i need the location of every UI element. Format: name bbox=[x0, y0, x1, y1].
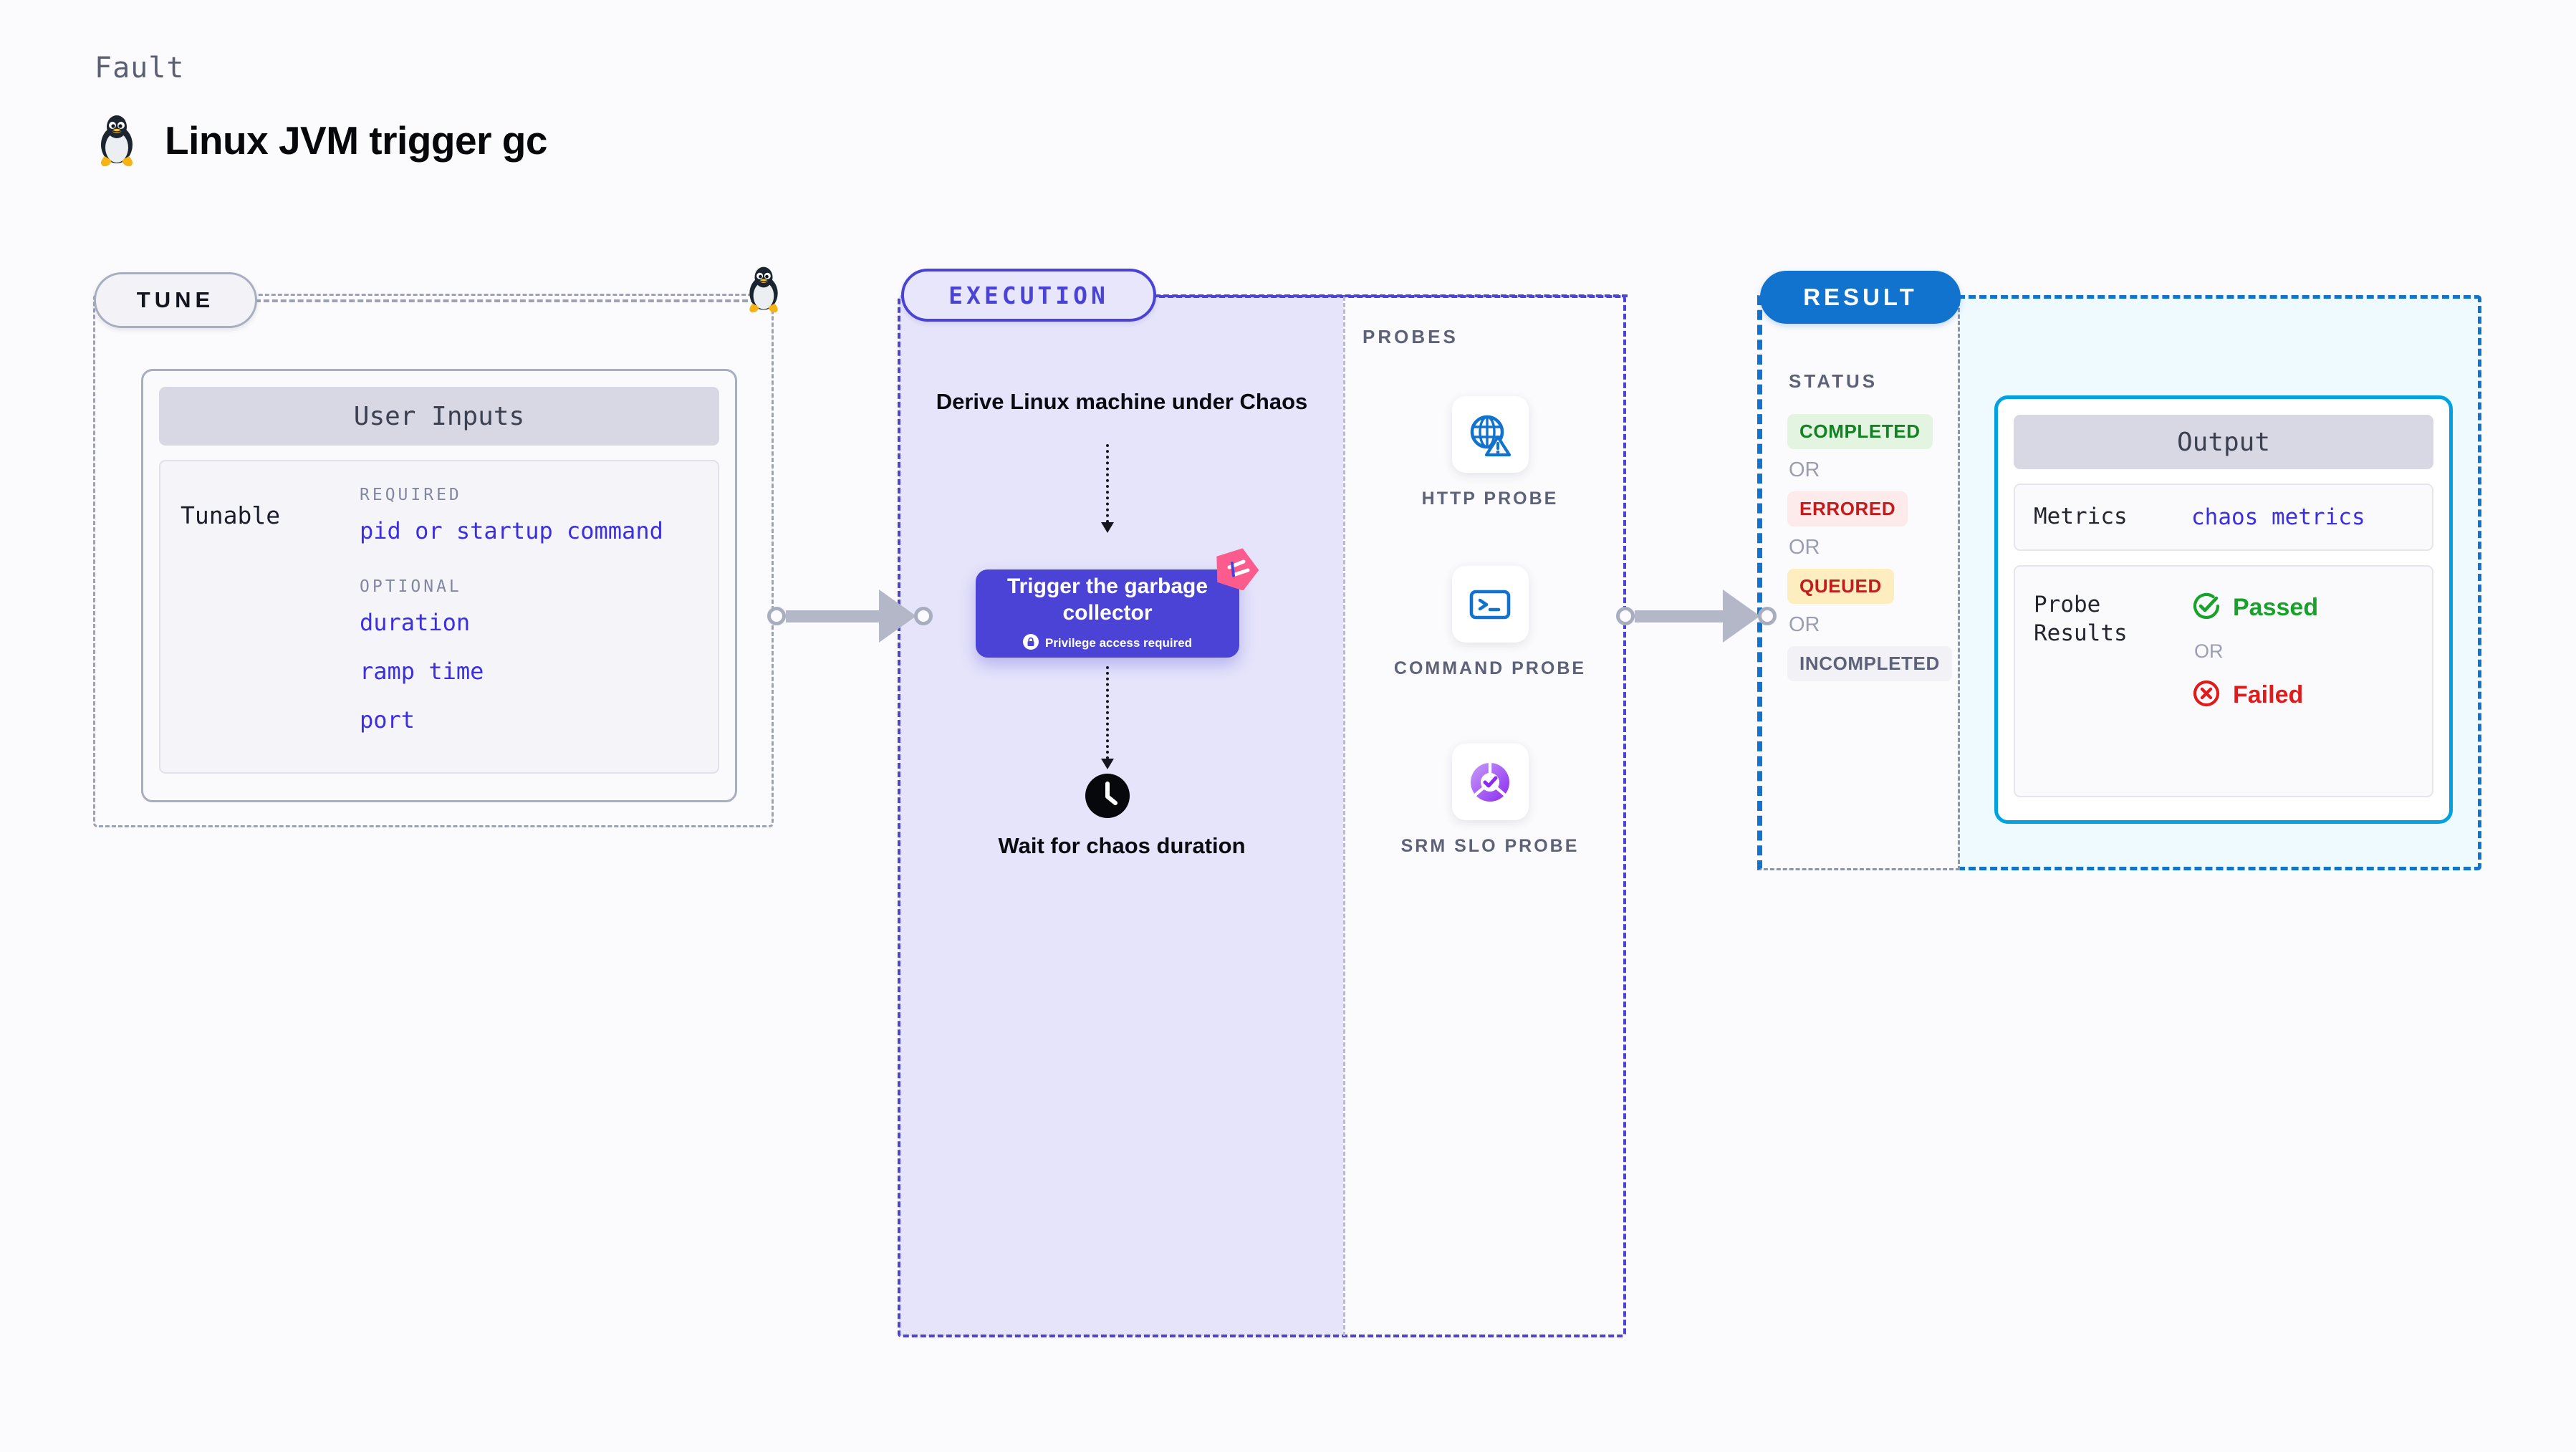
step-wait-label: Wait for chaos duration bbox=[998, 833, 1246, 858]
step-derive-label: Derive Linux machine under Chaos bbox=[936, 389, 1308, 414]
tunable-item[interactable]: ramp time bbox=[360, 658, 484, 685]
tunable-item[interactable]: pid or startup command bbox=[360, 517, 663, 544]
tux-penguin-icon bbox=[95, 113, 139, 168]
status-label: STATUS bbox=[1789, 370, 1878, 392]
privilege-note-text: Privilege access required bbox=[1044, 636, 1193, 650]
slo-donut-check-icon bbox=[1451, 744, 1529, 820]
output-probe-results-row: Probe Results Passed OR bbox=[2014, 565, 2433, 797]
arrow-action-to-wait bbox=[1101, 666, 1114, 769]
tux-penguin-marker-icon bbox=[744, 265, 784, 317]
tune-pill[interactable]: TUNE bbox=[94, 272, 257, 328]
probe-command[interactable]: COMMAND PROBE bbox=[1383, 566, 1597, 681]
litmus-logo-icon bbox=[1213, 546, 1261, 591]
tune-panel bbox=[93, 294, 774, 827]
group-heading-required: REQUIRED bbox=[360, 486, 462, 504]
status-badge-completed: COMPLETED bbox=[1787, 414, 1933, 449]
metrics-key: Metrics bbox=[2034, 504, 2128, 530]
terminal-icon bbox=[1451, 566, 1529, 643]
status-badge-queued: QUEUED bbox=[1787, 569, 1894, 604]
connector-shaft bbox=[1635, 610, 1724, 622]
output-card: Output Metrics chaos metrics Probe Resul… bbox=[1994, 395, 2453, 824]
verdict-passed: Passed bbox=[2191, 591, 2318, 625]
globe-warning-icon bbox=[1451, 396, 1529, 473]
probe-http-label: HTTP PROBE bbox=[1421, 489, 1559, 509]
lock-icon bbox=[1022, 633, 1039, 653]
status-badge-errored: ERRORED bbox=[1787, 491, 1908, 527]
arrow-line bbox=[1106, 444, 1109, 523]
probe-verdicts: Passed OR Failed bbox=[2191, 591, 2318, 771]
status-badge-incompleted: INCOMPLETED bbox=[1787, 646, 1952, 681]
group-heading-optional: OPTIONAL bbox=[360, 577, 462, 596]
status-list: COMPLETED OR ERRORED OR QUEUED OR INCOMP… bbox=[1787, 414, 1952, 681]
probe-results-key: Probe Results bbox=[2034, 592, 2128, 646]
clock-icon bbox=[1085, 774, 1130, 818]
connector-dot bbox=[767, 607, 786, 625]
check-circle-icon bbox=[2191, 591, 2221, 625]
user-inputs-title: User Inputs bbox=[159, 387, 719, 446]
tune-top-connector bbox=[255, 299, 756, 302]
tunable-item[interactable]: port bbox=[360, 706, 415, 734]
output-title: Output bbox=[2014, 415, 2433, 469]
result-pill[interactable]: RESULT bbox=[1760, 271, 1961, 324]
page-kicker: Fault bbox=[95, 52, 185, 85]
probe-http[interactable]: HTTP PROBE bbox=[1383, 396, 1597, 511]
or-separator: OR bbox=[1789, 613, 1820, 636]
connector-arrowhead bbox=[1723, 590, 1760, 643]
arrow-derive-to-action bbox=[1101, 444, 1114, 533]
or-separator: OR bbox=[1789, 458, 1820, 481]
arrow-tip bbox=[1101, 522, 1114, 533]
verdict-failed-label: Failed bbox=[2233, 681, 2304, 708]
verdict-or-separator: OR bbox=[2194, 640, 2224, 662]
arrow-tip bbox=[1101, 759, 1114, 769]
connector-arrowhead bbox=[879, 590, 916, 643]
arrow-line bbox=[1106, 666, 1109, 759]
connector-dot bbox=[914, 607, 933, 625]
connector-dot bbox=[1616, 607, 1635, 625]
connector-dot bbox=[1758, 607, 1777, 625]
probe-srm-slo-label: SRM SLO PROBE bbox=[1400, 836, 1580, 856]
connector-shaft bbox=[786, 610, 880, 622]
execution-fill bbox=[899, 297, 1343, 1336]
verdict-passed-label: Passed bbox=[2233, 594, 2319, 621]
page-header: Linux JVM trigger gc bbox=[95, 113, 547, 168]
probes-title: PROBES bbox=[1363, 326, 1458, 347]
tunable-values: REQUIRED pid or startup command OPTIONAL… bbox=[360, 486, 698, 748]
tunable-item[interactable]: duration bbox=[360, 609, 471, 636]
output-metrics-row: Metrics chaos metrics bbox=[2014, 484, 2433, 551]
action-card-trigger-gc[interactable]: Trigger the garbage collector Privilege … bbox=[976, 569, 1239, 658]
execution-top-connector bbox=[1155, 294, 1628, 297]
or-separator: OR bbox=[1789, 536, 1820, 559]
metrics-value[interactable]: chaos metrics bbox=[2191, 504, 2365, 530]
x-circle-icon bbox=[2191, 678, 2221, 712]
probes-divider bbox=[1343, 297, 1345, 1336]
tunable-label: Tunable bbox=[181, 501, 281, 529]
verdict-failed: Failed bbox=[2191, 678, 2318, 712]
execution-pill[interactable]: EXECUTION bbox=[901, 269, 1156, 322]
user-inputs-body: Tunable REQUIRED pid or startup command … bbox=[159, 460, 719, 774]
probe-srm-slo[interactable]: SRM SLO PROBE bbox=[1383, 744, 1597, 858]
privilege-note: Privilege access required bbox=[1022, 633, 1193, 653]
connector-tune-to-execution bbox=[767, 590, 933, 643]
probe-command-label: COMMAND PROBE bbox=[1393, 658, 1587, 678]
action-card-title: Trigger the garbage collector bbox=[1006, 574, 1208, 625]
connector-execution-to-result bbox=[1616, 590, 1777, 643]
user-inputs-card: User Inputs Tunable REQUIRED pid or star… bbox=[141, 369, 737, 802]
page-title: Linux JVM trigger gc bbox=[165, 118, 547, 163]
